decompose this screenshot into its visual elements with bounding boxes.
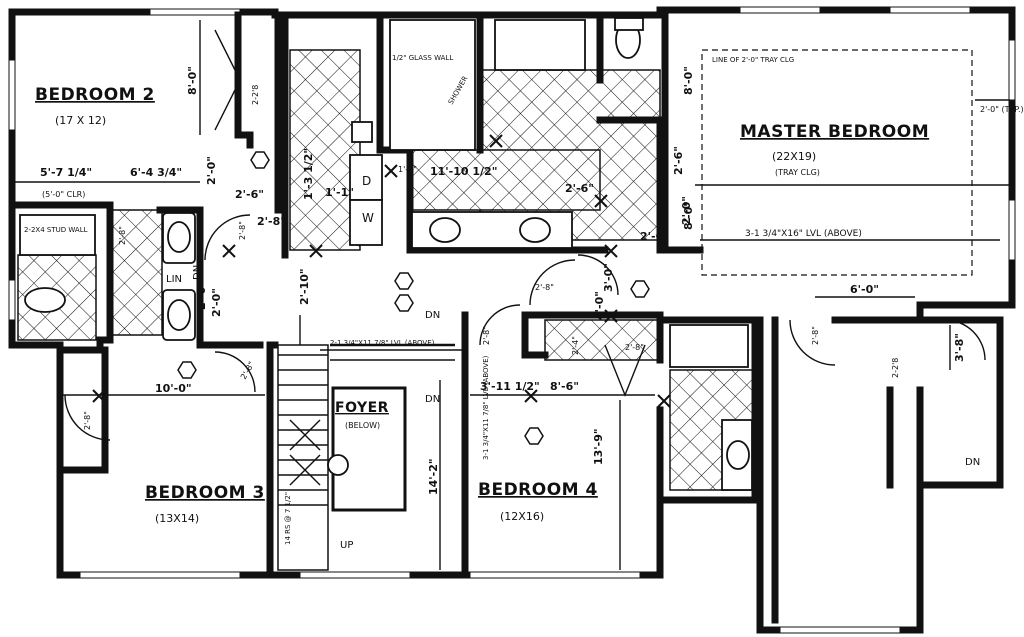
post-marks bbox=[92, 134, 671, 408]
dim-32: 4'-0" bbox=[593, 291, 606, 320]
master-size: (22X19) bbox=[772, 150, 816, 163]
shower-floor bbox=[409, 149, 601, 211]
laundry-floor bbox=[289, 49, 361, 251]
dim-9: 2'-6" bbox=[235, 188, 264, 201]
bedroom2-title: BEDROOM 2 bbox=[35, 85, 155, 105]
dim-13: 2'-0" bbox=[680, 196, 693, 225]
bedroom2-size: (17 X 12) bbox=[55, 114, 106, 127]
dim-35: 3'-8" bbox=[953, 333, 966, 362]
dryer-label: D bbox=[362, 174, 371, 188]
foyer-sub: (BELOW) bbox=[345, 421, 380, 430]
dim-8: 1'-1" bbox=[325, 186, 354, 199]
dim-38: 2'-8" bbox=[257, 215, 286, 228]
master-title: MASTER BEDROOM bbox=[740, 122, 929, 142]
dim-12: 6'-0" bbox=[850, 283, 879, 296]
dn-label: DN bbox=[425, 310, 440, 321]
bedroom3-size: (13X14) bbox=[155, 512, 199, 525]
stud-wall-note: 2-2X4 STUD WALL bbox=[24, 226, 88, 234]
dim-16: 3'-11 1/2" bbox=[480, 380, 540, 393]
dim-7: 11'-10 1/2" bbox=[430, 165, 497, 178]
dim-15: 10'-0" bbox=[155, 382, 192, 395]
tray-line-note: LINE OF 2'-0" TRAY CLG bbox=[712, 56, 794, 64]
interior-walls bbox=[8, 11, 924, 624]
tray-ceiling-line bbox=[701, 49, 973, 276]
exterior-wall-bottom bbox=[56, 316, 1004, 634]
linen-label: LIN bbox=[166, 274, 182, 285]
dim-6: 2'-0" bbox=[205, 156, 218, 185]
light-symbols bbox=[177, 151, 650, 445]
dim-20: 2'-8" bbox=[535, 283, 554, 292]
dim-28: 2'-8" bbox=[239, 360, 256, 381]
dim-40: 8'-0" bbox=[682, 201, 695, 230]
dim-19: 13'-9" bbox=[592, 428, 605, 465]
windows bbox=[8, 6, 1016, 634]
dim-34: 1'-3 1/2" bbox=[302, 148, 315, 200]
dim-21: 2'-8" bbox=[482, 326, 491, 345]
bedroom4-title: BEDROOM 4 bbox=[478, 480, 598, 500]
risers-note: 14 RS @ 7 1/2" bbox=[284, 492, 292, 545]
dim-24: 3'-0" bbox=[602, 263, 615, 292]
dim-33: 2'-0" bbox=[640, 230, 669, 243]
dn-label-2: DN bbox=[425, 394, 440, 405]
dn-label-3: DN bbox=[965, 457, 980, 468]
bedroom4-size: (12X16) bbox=[500, 510, 544, 523]
washer-label: W bbox=[362, 211, 374, 225]
exterior-wall bbox=[8, 8, 109, 474]
dim-17: 8'-6" bbox=[550, 380, 579, 393]
glass-wall-note: 1/2" GLASS WALL bbox=[392, 54, 453, 62]
master-note: (TRAY CLG) bbox=[775, 168, 820, 177]
dim-30: 2'-0" (TYP.) bbox=[980, 105, 1024, 114]
dimension-lines bbox=[12, 20, 1010, 570]
dim-1: 5'-7 1/4" bbox=[40, 166, 92, 179]
closet4-floor bbox=[544, 319, 661, 361]
dim-4: 2-2'8 bbox=[251, 85, 260, 105]
up-label: UP bbox=[340, 540, 353, 551]
foyer-title: FOYER bbox=[335, 400, 389, 416]
dim-5: 2'-8" bbox=[118, 226, 127, 245]
dim-36: 1'-1" bbox=[398, 165, 417, 174]
beam3-note: 3-1 3/4"X11 7/8" LVL (ABOVE) bbox=[482, 355, 490, 460]
dn-label-4: DN bbox=[192, 265, 203, 280]
dim-14: 2'-8" bbox=[238, 221, 247, 240]
dim-27: 2'-8" bbox=[811, 326, 820, 345]
hall-bath-floor bbox=[111, 209, 163, 336]
dim-3: 8'-0" bbox=[186, 66, 199, 95]
dim-25: 2'-8" bbox=[625, 343, 644, 352]
dim-11: 8'-0" bbox=[682, 66, 695, 95]
fixtures bbox=[19, 17, 753, 491]
dim-39: 2'-0" bbox=[195, 281, 208, 310]
dim-22: 2'-0" bbox=[210, 288, 223, 317]
dim-10: 2'-6" bbox=[565, 182, 594, 195]
dim-2: 6'-4 3/4" bbox=[130, 166, 182, 179]
dim-18: 14'-2" bbox=[427, 458, 440, 495]
stair bbox=[277, 343, 455, 571]
dim-1b: (5'-0" CLR) bbox=[42, 190, 85, 199]
dim-31: 2-2'8 bbox=[891, 358, 900, 378]
dim-29: 2'-8" bbox=[83, 411, 92, 430]
beam-note: 3-1 3/4"X16" LVL (ABOVE) bbox=[745, 229, 862, 239]
beam2-note: 2-1 3/4"X11 7/8" LVL (ABOVE) bbox=[330, 339, 435, 347]
bedroom3-title: BEDROOM 3 bbox=[145, 483, 265, 503]
dim-26: 2'-4" bbox=[571, 336, 580, 355]
dim-23: 2'-10" bbox=[298, 268, 311, 305]
dim-37: 2'-6" bbox=[672, 146, 685, 175]
